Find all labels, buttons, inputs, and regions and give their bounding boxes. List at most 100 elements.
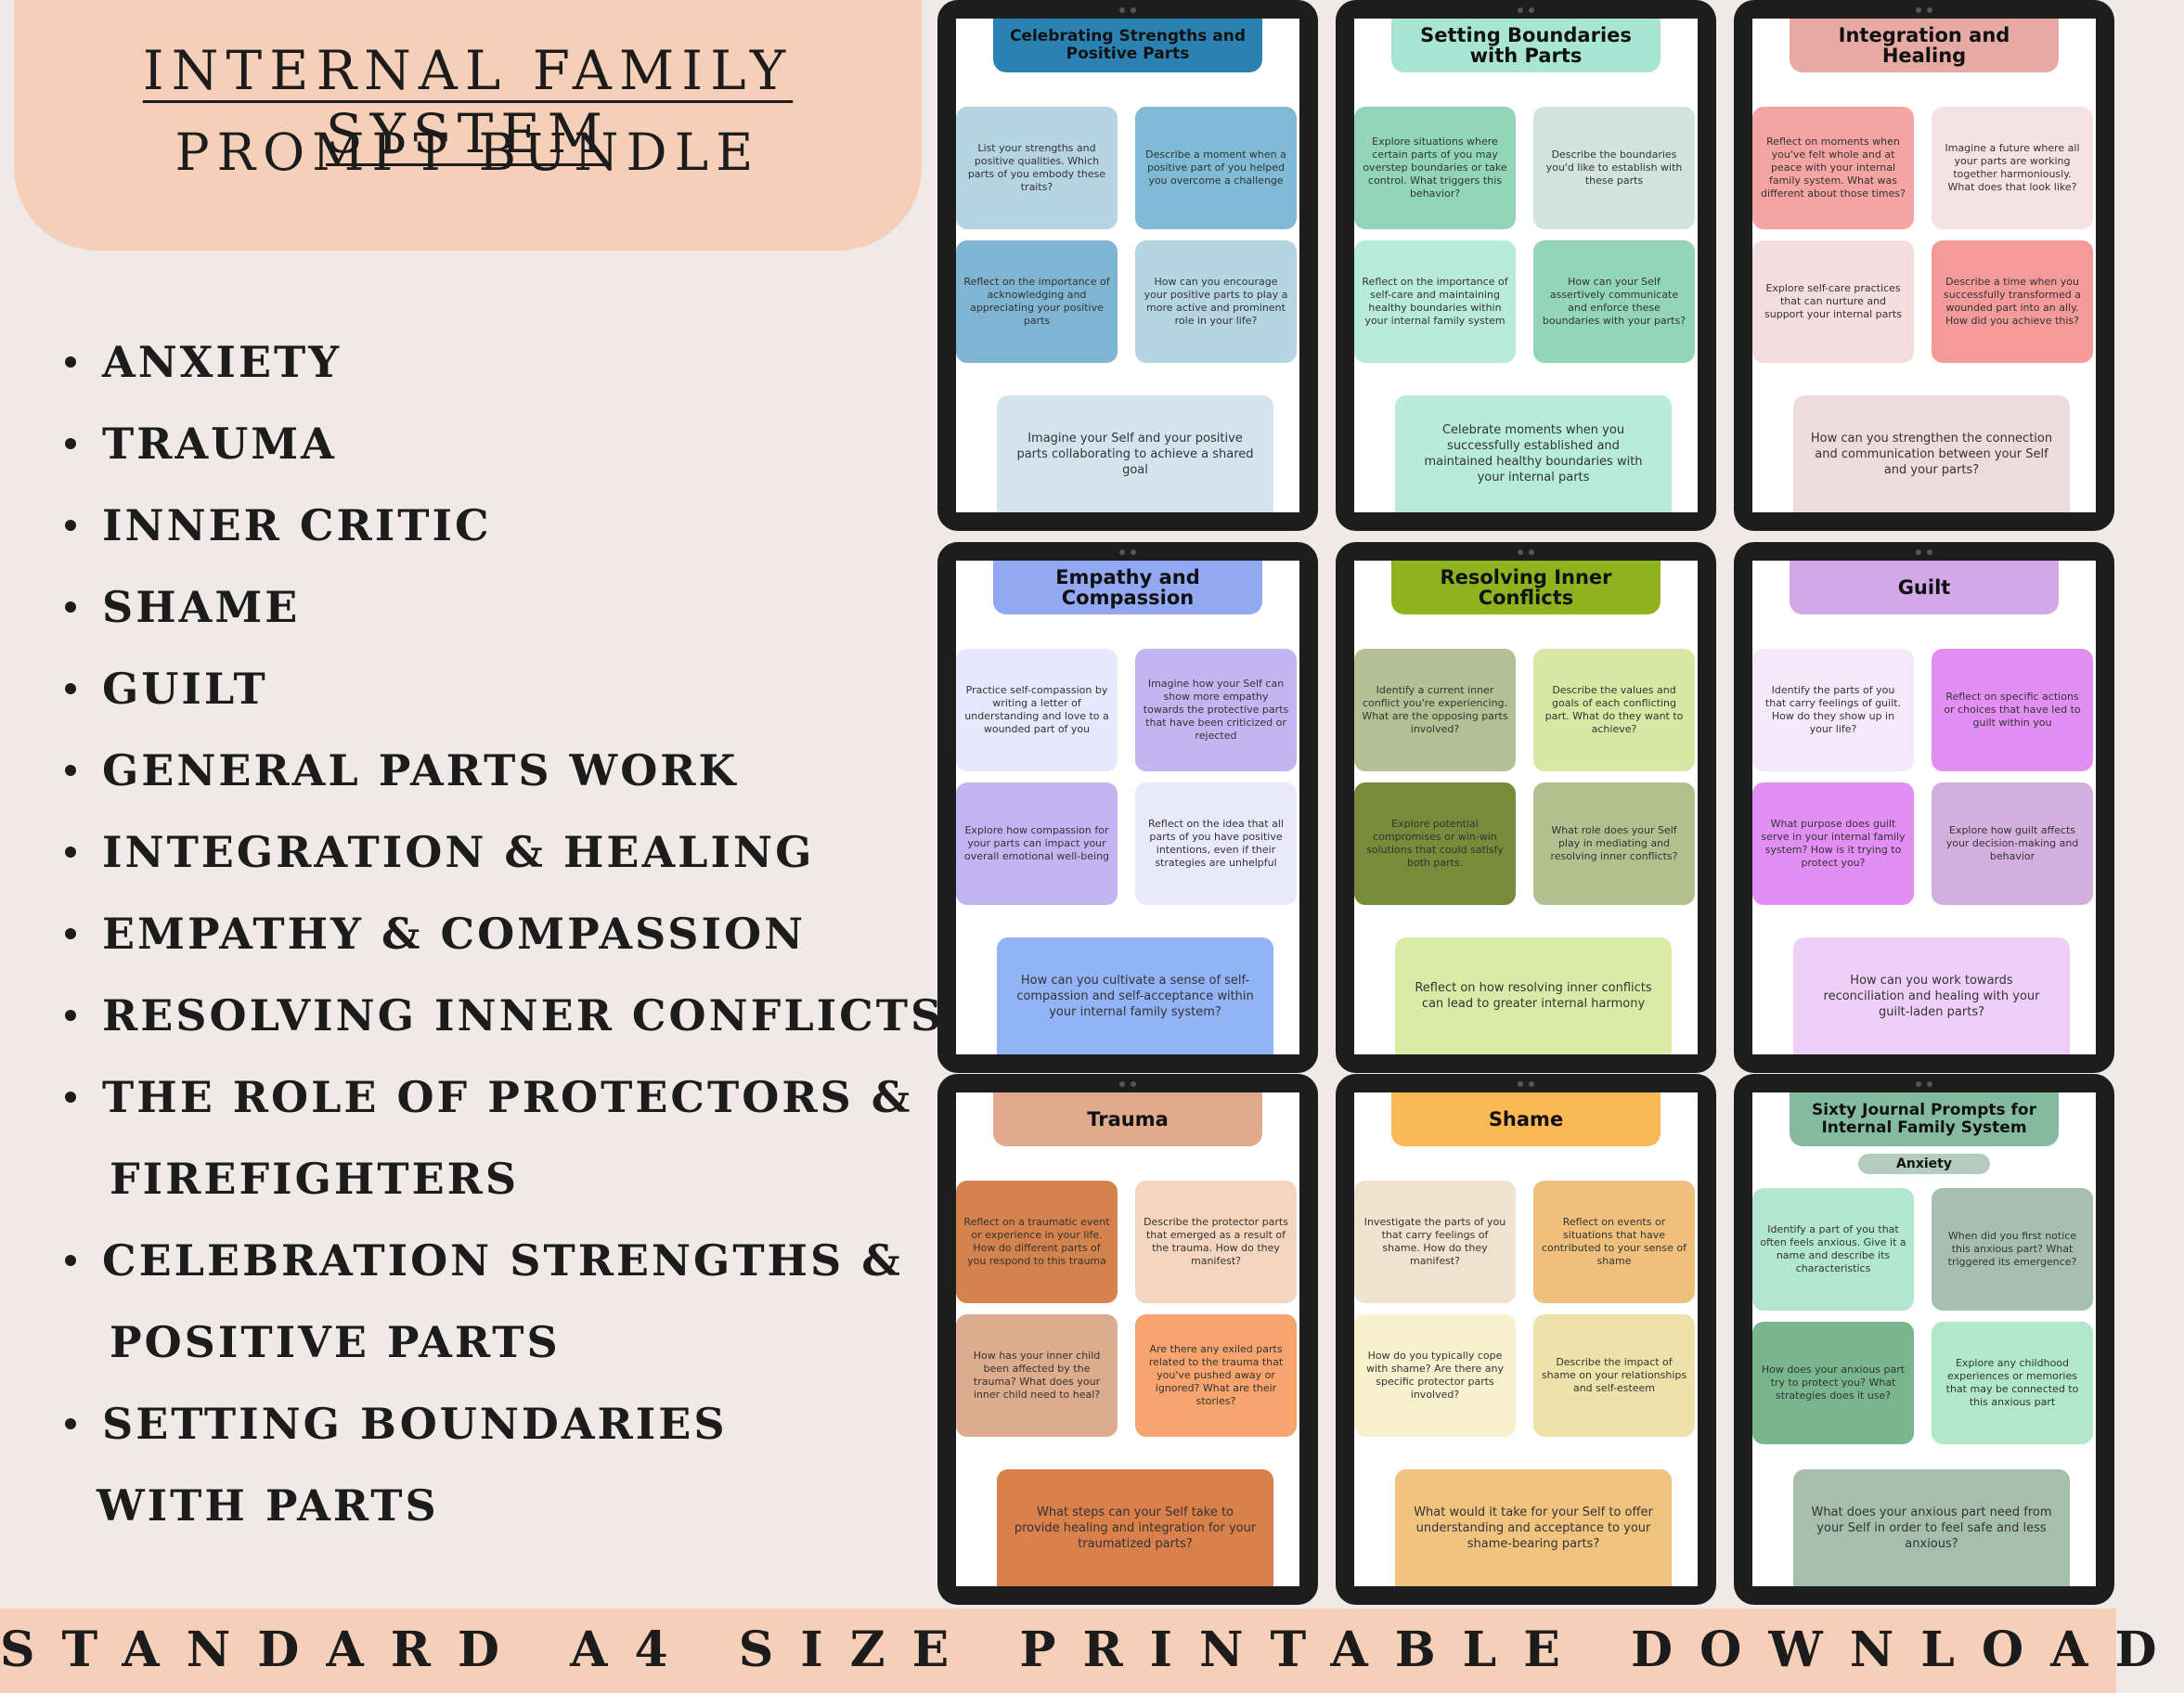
sheet-title: Resolving Inner Conflicts xyxy=(1391,561,1661,614)
topic-item: EMPATHY & COMPASSION xyxy=(63,906,898,988)
prompt-card: Imagine how your Self can show more empa… xyxy=(1135,649,1297,771)
prompt-card-featured: What steps can your Self take to provide… xyxy=(997,1469,1273,1586)
prompt-card: Reflect on the importance of acknowledgi… xyxy=(956,240,1118,363)
topic-item: INNER CRITIC xyxy=(63,498,898,579)
prompt-card: Identify a part of you that often feels … xyxy=(1752,1188,1914,1311)
prompt-card: How has your inner child been affected b… xyxy=(956,1314,1118,1437)
prompt-card: What purpose does guilt serve in your in… xyxy=(1752,782,1914,905)
bullet-icon xyxy=(65,928,76,939)
topic-item: GENERAL PARTS WORK xyxy=(63,743,898,824)
topic-item: GUILT xyxy=(63,661,898,743)
bullet-icon xyxy=(65,683,76,694)
prompt-card: Explore any childhood experiences or mem… xyxy=(1932,1322,2093,1444)
camera-icon xyxy=(1116,1081,1140,1087)
prompt-card: Practice self-compassion by writing a le… xyxy=(956,649,1118,771)
camera-icon xyxy=(1514,1081,1538,1087)
prompt-card: Explore how compassion for your parts ca… xyxy=(956,782,1118,905)
topic-item: SHAME xyxy=(63,579,898,661)
page-title: INTERNAL FAMILY SYSTEM xyxy=(142,39,794,165)
prompt-card-featured: How can you cultivate a sense of self-co… xyxy=(997,937,1273,1054)
tablet-screen: Celebrating Strengths and Positive Parts… xyxy=(956,19,1299,512)
prompt-card: Reflect on a traumatic event or experien… xyxy=(956,1181,1118,1303)
prompt-card: How does your anxious part try to protec… xyxy=(1752,1322,1914,1444)
prompt-card-featured: What does your anxious part need from yo… xyxy=(1793,1469,2070,1586)
prompt-card: List your strengths and positive qualiti… xyxy=(956,107,1118,229)
bullet-icon xyxy=(65,765,76,776)
prompt-card: Describe a time when you successfully tr… xyxy=(1932,240,2093,363)
prompt-card-featured: How can you strengthen the connection an… xyxy=(1793,395,2070,512)
prompt-card: Explore situations where certain parts o… xyxy=(1354,107,1516,229)
tablet-mockup: Sixty Journal Prompts for Internal Famil… xyxy=(1734,1074,2114,1605)
sheet-title: Shame xyxy=(1391,1092,1661,1146)
prompt-card: Describe the impact of shame on your rel… xyxy=(1533,1314,1695,1437)
sheet-title: Integration and Healing xyxy=(1790,19,2059,72)
prompt-card-featured: How can you work towards reconciliation … xyxy=(1793,937,2070,1054)
prompt-card: Explore potential compromises or win-win… xyxy=(1354,782,1516,905)
page-subtitle: PROMPT BUNDLE xyxy=(174,123,761,182)
prompt-card: When did you first notice this anxious p… xyxy=(1932,1188,2093,1311)
prompt-card: What role does your Self play in mediati… xyxy=(1533,782,1695,905)
prompt-card: Reflect on the idea that all parts of yo… xyxy=(1135,782,1297,905)
prompt-card: How do you typically cope with shame? Ar… xyxy=(1354,1314,1516,1437)
bullet-icon xyxy=(65,601,76,613)
topic-item: THE ROLE OF PROTECTORS &FIREFIGHTERS xyxy=(63,1069,910,1233)
prompt-card-featured: Celebrate moments when you successfully … xyxy=(1395,395,1672,512)
footer-text: STANDARD A4 SIZE PRINTABLE DOWNLOAD xyxy=(0,1622,2184,1678)
topic-list: ANXIETY TRAUMA INNER CRITIC SHAME GUILT … xyxy=(63,334,941,1559)
camera-icon xyxy=(1514,7,1538,13)
topic-item: ANXIETY xyxy=(63,334,898,416)
camera-icon xyxy=(1116,549,1140,555)
topic-item: TRAUMA xyxy=(63,416,898,498)
prompt-card: How can your Self assertively communicat… xyxy=(1533,240,1695,363)
topic-item: INTEGRATION & HEALING xyxy=(63,824,898,906)
topic-item: RESOLVING INNER CONFLICTS xyxy=(63,988,941,1069)
prompt-card: Investigate the parts of you that carry … xyxy=(1354,1181,1516,1303)
prompt-card: Describe the values and goals of each co… xyxy=(1533,649,1695,771)
sheet-title: Setting Boundaries with Parts xyxy=(1391,19,1661,72)
bullet-icon xyxy=(65,520,76,531)
topic-item: CELEBRATION STRENGTHS &POSITIVE PARTS xyxy=(63,1233,900,1396)
prompt-card: Describe the boundaries you'd like to es… xyxy=(1533,107,1695,229)
camera-icon xyxy=(1514,549,1538,555)
prompt-card: Identify a current inner conflict you're… xyxy=(1354,649,1516,771)
prompt-card: Are there any exiled parts related to th… xyxy=(1135,1314,1297,1437)
title-card: INTERNAL FAMILY SYSTEM PROMPT BUNDLE xyxy=(14,0,922,251)
prompt-card: Explore how guilt affects your decision-… xyxy=(1932,782,2093,905)
prompt-card: Reflect on specific actions or choices t… xyxy=(1932,649,2093,771)
prompt-card: Imagine a future where all your parts ar… xyxy=(1932,107,2093,229)
bullet-icon xyxy=(65,1010,76,1021)
bullet-icon xyxy=(65,846,76,858)
prompt-card: How can you encourage your positive part… xyxy=(1135,240,1297,363)
sheet-title: Empathy and Compassion xyxy=(993,561,1262,614)
footer-banner: STANDARD A4 SIZE PRINTABLE DOWNLOAD xyxy=(0,1609,2184,1693)
tablet-mockup: Celebrating Strengths and Positive Parts… xyxy=(937,0,1318,531)
bullet-icon xyxy=(65,438,76,449)
prompt-card: Reflect on the importance of self-care a… xyxy=(1354,240,1516,363)
bullet-icon xyxy=(65,1092,76,1103)
prompt-card-featured: What would it take for your Self to offe… xyxy=(1395,1469,1672,1586)
prompt-card-featured: Imagine your Self and your positive part… xyxy=(997,395,1273,512)
camera-icon xyxy=(1912,1081,1936,1087)
bullet-icon xyxy=(65,1255,76,1266)
sheet-title: Celebrating Strengths and Positive Parts xyxy=(993,19,1262,72)
prompt-card: Reflect on events or situations that hav… xyxy=(1533,1181,1695,1303)
sheet-title: Guilt xyxy=(1790,561,2059,614)
prompt-card: Describe the protector parts that emerge… xyxy=(1135,1181,1297,1303)
prompt-card: Explore self-care practices that can nur… xyxy=(1752,240,1914,363)
prompt-card: Identify the parts of you that carry fee… xyxy=(1752,649,1914,771)
